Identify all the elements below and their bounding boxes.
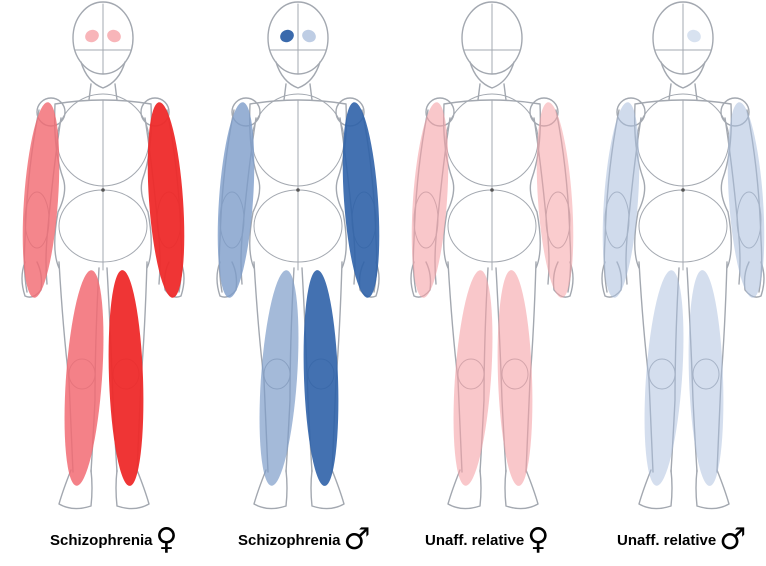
region-left-arm: [406, 101, 454, 299]
neck-outline: [669, 84, 697, 100]
body-figure-4: [597, 2, 766, 509]
navel-mark: [296, 188, 300, 192]
female-symbol-icon: ♀: [156, 525, 178, 555]
face-guide: [75, 4, 131, 74]
caption-schizophrenia-male: Schizophrenia ♂: [238, 522, 370, 558]
navel-mark: [681, 188, 685, 192]
region-left-leg: [448, 269, 499, 487]
face-guide: [655, 4, 711, 74]
region-right-eye: [685, 28, 703, 45]
face-guide: [270, 4, 326, 74]
navel-mark: [490, 188, 494, 192]
neck-outline: [284, 84, 312, 100]
female-symbol-icon: ♀: [527, 525, 549, 555]
male-symbol-icon: ♂: [719, 525, 746, 555]
region-left-eye: [278, 28, 296, 45]
region-left-leg: [59, 269, 110, 487]
caption-label: Unaff. relative: [425, 532, 524, 549]
region-right-arm: [142, 101, 190, 299]
region-left-arm: [597, 101, 645, 299]
caption-relative-male: Unaff. relative ♂: [617, 522, 746, 558]
region-right-eye: [105, 28, 123, 45]
neck-outline: [89, 84, 117, 100]
region-right-leg: [300, 269, 342, 486]
region-right-leg: [105, 269, 147, 486]
caption-label: Schizophrenia: [238, 532, 341, 549]
caption-schizophrenia-female: Schizophrenia ♀: [50, 522, 178, 558]
body-figure-2: [212, 2, 385, 509]
navel-mark: [101, 188, 105, 192]
body-figure-1: [17, 2, 190, 509]
region-right-arm: [337, 101, 385, 299]
body-figure-3: [406, 2, 579, 509]
caption-label: Unaff. relative: [617, 532, 716, 549]
region-right-leg: [494, 269, 536, 486]
region-right-arm: [531, 101, 579, 299]
neck-outline: [478, 84, 506, 100]
highlight-regions: [597, 28, 766, 487]
region-right-eye: [300, 28, 318, 45]
region-right-leg: [685, 269, 727, 486]
region-left-eye: [83, 28, 101, 45]
caption-label: Schizophrenia: [50, 532, 153, 549]
male-symbol-icon: ♂: [344, 525, 371, 555]
region-left-arm: [212, 101, 260, 299]
face-guide: [464, 4, 520, 74]
region-left-leg: [254, 269, 305, 487]
region-left-leg: [639, 269, 690, 487]
region-left-arm: [17, 101, 65, 299]
region-right-arm: [722, 101, 766, 299]
caption-relative-female: Unaff. relative ♀: [425, 522, 549, 558]
